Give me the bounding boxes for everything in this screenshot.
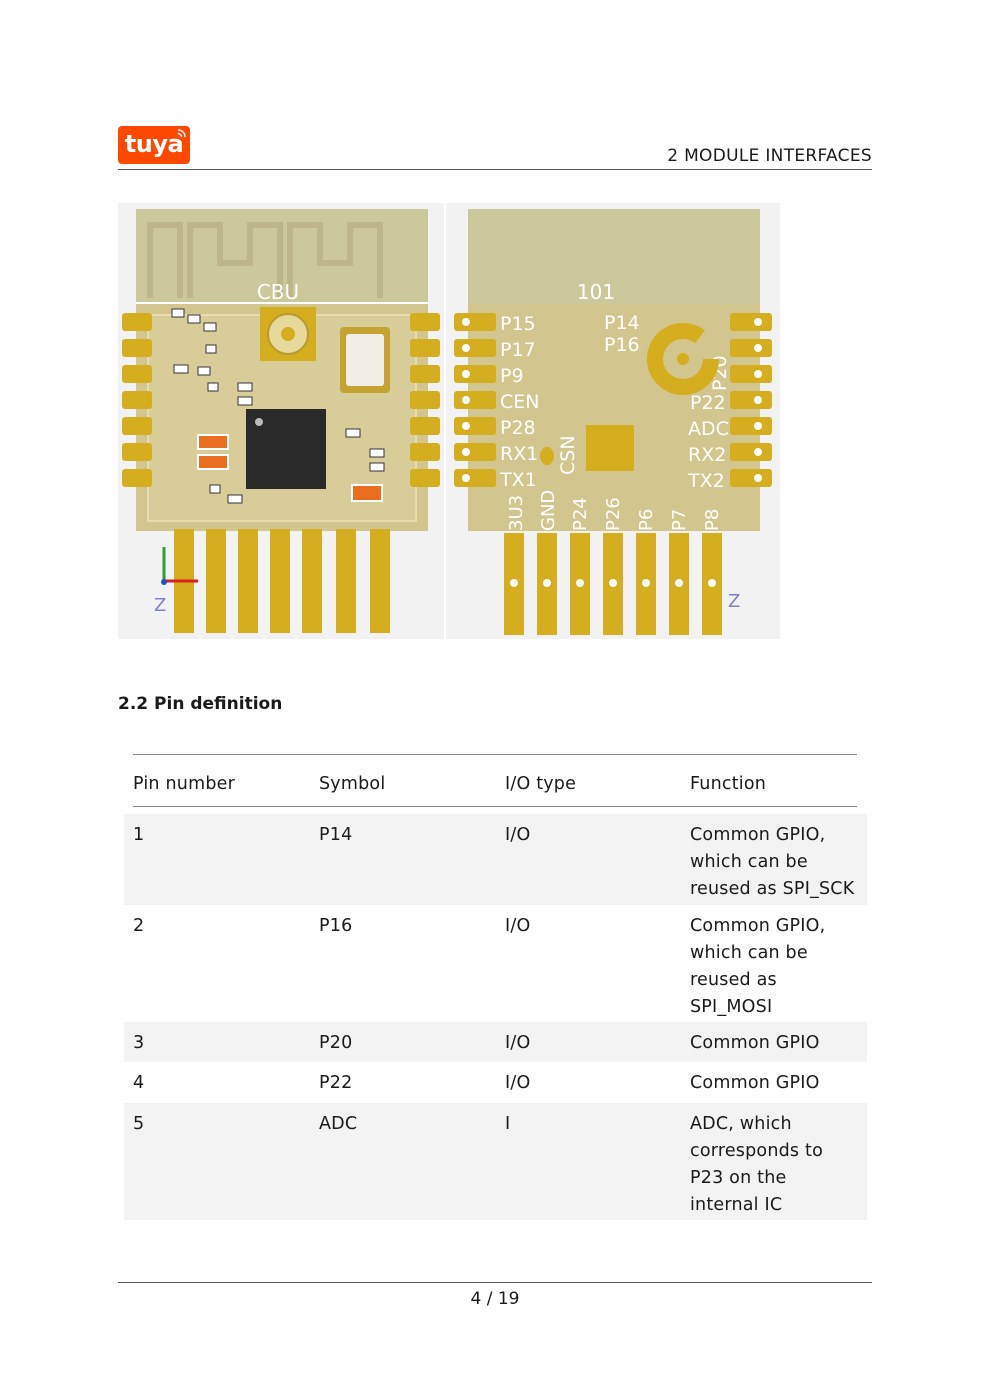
function-cell: Common GPIO: [690, 1030, 868, 1057]
symbol-cell: P14: [319, 825, 353, 845]
function-line: which can be: [690, 943, 808, 963]
pin-label: P17: [500, 339, 536, 361]
symbol-cell: ADC: [319, 1114, 358, 1134]
table-header: Pin number Symbol I/O type Function: [124, 754, 867, 806]
axis-label-z-right: Z: [728, 591, 740, 612]
section-heading: 2.2 Pin definition: [118, 694, 283, 714]
pin-label: RX2: [688, 444, 726, 466]
pin-label: P28: [500, 417, 536, 439]
pin-number-cell: 2: [133, 916, 145, 936]
io-type-cell: I/O: [505, 1033, 531, 1053]
function-line: which can be: [690, 852, 808, 872]
section-header-title: 2 MODULE INTERFACES: [667, 146, 872, 166]
pin-label: P7: [669, 509, 690, 531]
table-row: 3 P20 I/O Common GPIO: [124, 1022, 867, 1062]
pin-label: P14: [604, 312, 640, 334]
table-row: 1 P14 I/O Common GPIO, which can be reus…: [124, 814, 867, 905]
io-type-cell: I/O: [505, 1073, 531, 1093]
pin-number-cell: 5: [133, 1114, 145, 1134]
io-type-cell: I/O: [505, 825, 531, 845]
pin-number-cell: 1: [133, 825, 145, 845]
function-line: Common GPIO: [690, 1073, 820, 1093]
symbol-cell: P22: [319, 1073, 353, 1093]
io-type-cell: I: [505, 1114, 511, 1134]
column-header: Symbol: [319, 774, 386, 794]
function-cell: Common GPIO, which can be reused as SPI_…: [690, 822, 868, 903]
board-label-101: 101: [577, 280, 615, 304]
page-number: 4 / 19: [470, 1289, 520, 1309]
axis-label-z-left: Z: [154, 595, 166, 616]
pin-label: TX2: [687, 470, 725, 492]
function-line: ADC, which: [690, 1114, 792, 1134]
pin-label: CEN: [500, 391, 539, 413]
pin-label: 3U3: [506, 495, 527, 531]
pin-label: ADC: [688, 418, 729, 440]
function-line: corresponds to: [690, 1141, 823, 1161]
logo-text: tuya: [124, 130, 184, 158]
wifi-icon: [177, 129, 186, 138]
function-cell: Common GPIO, which can be reused as SPI_…: [690, 913, 868, 1021]
function-line: P23 on the: [690, 1168, 787, 1188]
function-line: internal IC: [690, 1195, 783, 1215]
pin-number-cell: 3: [133, 1033, 145, 1053]
pin-label: P24: [570, 497, 591, 531]
table-header-rule: [133, 806, 857, 807]
footer-divider: [118, 1282, 872, 1283]
pin-label: P8: [702, 509, 723, 531]
column-header: I/O type: [505, 774, 577, 794]
function-line: Common GPIO,: [690, 916, 826, 936]
pin-label: P6: [636, 509, 657, 531]
column-header: Pin number: [133, 774, 235, 794]
pin-label: GND: [538, 490, 559, 531]
header-divider: [118, 169, 872, 170]
pin-label: P22: [690, 392, 726, 414]
function-line: reused as SPI_SCK: [690, 879, 855, 899]
function-cell: ADC, which corresponds to P23 on the int…: [690, 1111, 868, 1219]
function-line: Common GPIO,: [690, 825, 826, 845]
module-top-view-image: CBU Z: [118, 203, 444, 639]
table-row: 2 P16 I/O Common GPIO, which can be reus…: [124, 905, 867, 1022]
pin-label: RX1: [500, 443, 538, 465]
table-row: 5 ADC I ADC, which corresponds to P23 on…: [124, 1103, 867, 1220]
table-row: 4 P22 I/O Common GPIO: [124, 1062, 867, 1103]
pin-number-cell: 4: [133, 1073, 145, 1093]
module-bottom-view-image: 101 P15 P17 P9 CEN P28 RX1 TX1 P14 P16 P…: [446, 203, 780, 639]
pin-label: P16: [604, 334, 640, 356]
pin-label: P9: [500, 365, 524, 387]
function-line: Common GPIO: [690, 1033, 820, 1053]
table-top-rule: [133, 754, 857, 755]
function-line: SPI_MOSI: [690, 997, 773, 1017]
board-label-cbu: CBU: [257, 280, 299, 304]
symbol-cell: P20: [319, 1033, 353, 1053]
pin-label: P15: [500, 313, 536, 335]
io-type-cell: I/O: [505, 916, 531, 936]
pin-label: P26: [603, 497, 624, 531]
function-cell: Common GPIO: [690, 1070, 868, 1097]
tuya-logo: tuya: [118, 126, 190, 164]
function-line: reused as: [690, 970, 777, 990]
pin-label: TX1: [499, 469, 537, 491]
column-header: Function: [690, 774, 767, 794]
pin-label: CSN: [557, 435, 579, 475]
symbol-cell: P16: [319, 916, 353, 936]
